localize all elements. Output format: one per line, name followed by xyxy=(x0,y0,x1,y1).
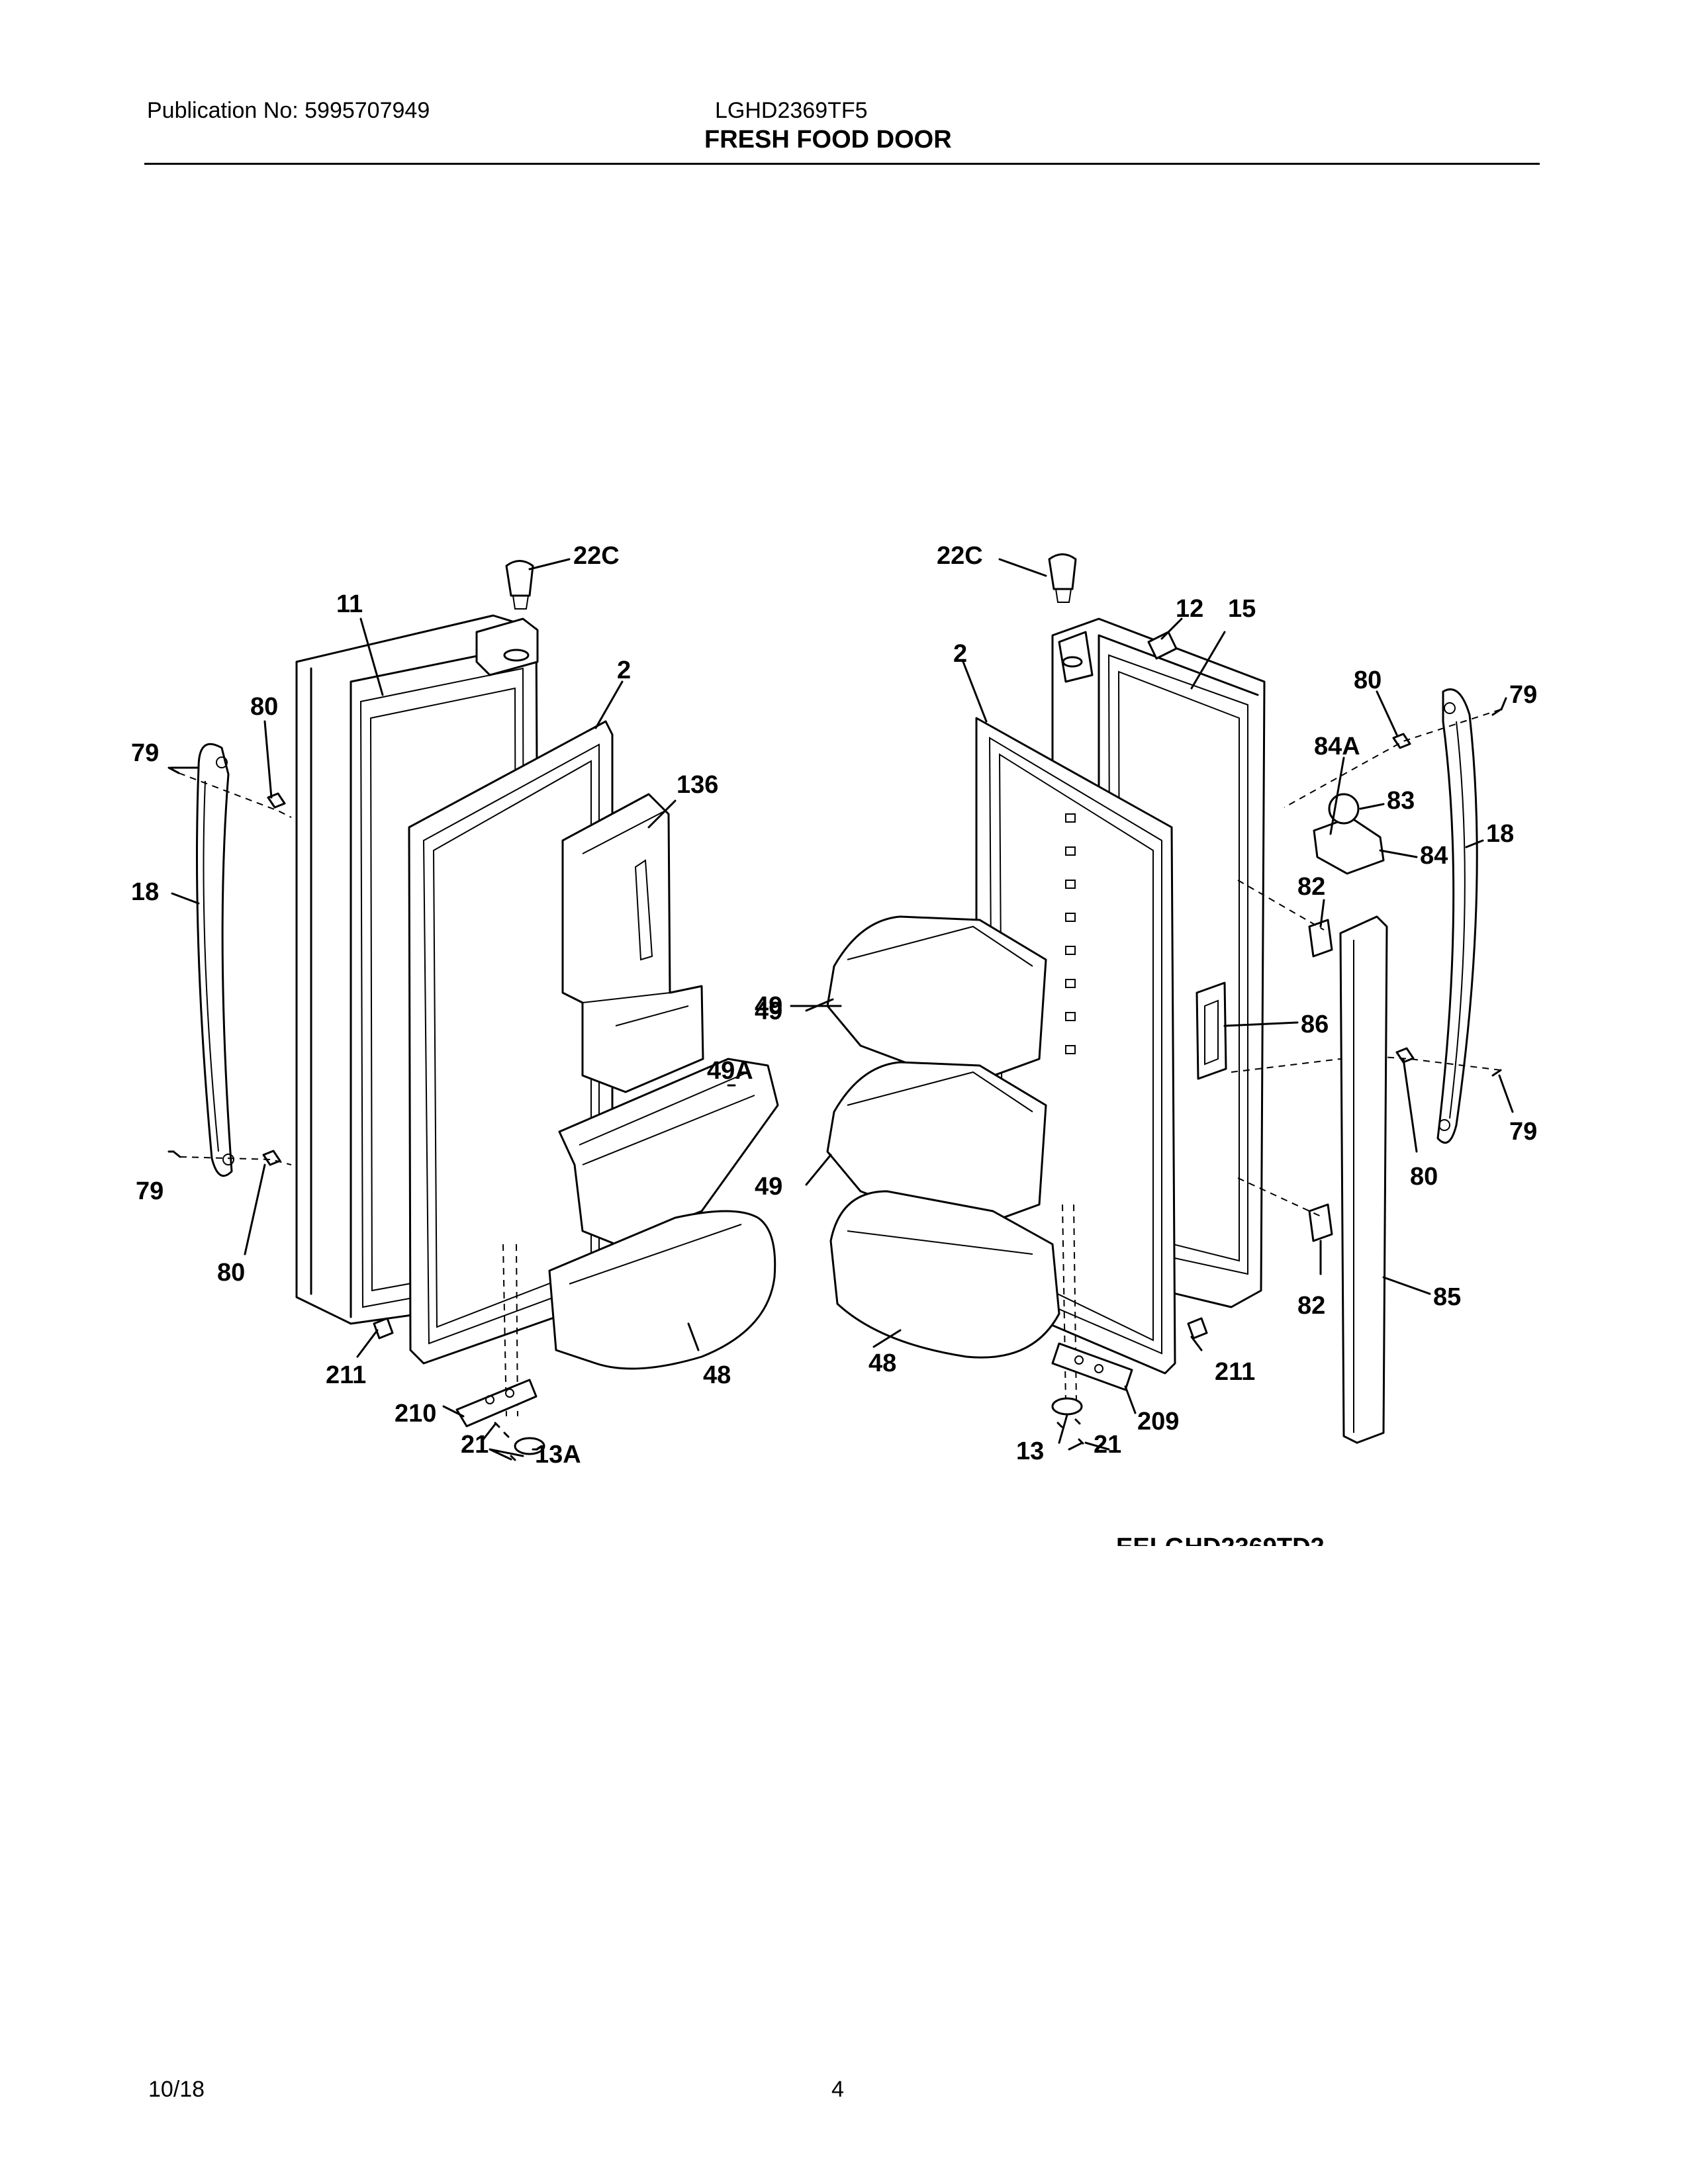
page-number: 4 xyxy=(831,2077,844,2102)
callout-211-right: 211 xyxy=(1215,1358,1255,1386)
callout-86: 86 xyxy=(1301,1011,1329,1038)
callout-85: 85 xyxy=(1433,1283,1461,1311)
right-door-assembly xyxy=(826,553,1502,1445)
callout-49-right-bottom: 49 xyxy=(755,1173,782,1201)
diagram-code: EELGHD2369TD2 xyxy=(1116,1533,1325,1561)
publication-number: Publication No: 5995707949 xyxy=(147,98,430,123)
callout-15: 15 xyxy=(1228,595,1256,623)
left-door-assembly xyxy=(167,560,779,1461)
callout-80-left-top: 80 xyxy=(250,693,278,721)
callout-83: 83 xyxy=(1387,787,1415,815)
callout-79-left-bottom: 79 xyxy=(136,1177,164,1205)
diagram-code-clip: EELGHD2369TD2 xyxy=(1116,1533,1325,1561)
callout-80-right-top: 80 xyxy=(1354,666,1382,694)
callout-80-left-bottom: 80 xyxy=(217,1259,245,1287)
callout-labels: 22C 11 2 80 79 136 18 49 49A 79 80 48 21… xyxy=(131,542,1537,1469)
callout-2-right: 2 xyxy=(953,640,967,668)
callout-82-top: 82 xyxy=(1297,873,1325,901)
callout-18-left: 18 xyxy=(131,878,159,906)
callout-79-right-top: 79 xyxy=(1509,681,1537,709)
callout-82-bottom: 82 xyxy=(1297,1292,1325,1320)
callout-84: 84 xyxy=(1420,842,1448,870)
callout-22c-left: 22C xyxy=(573,542,620,570)
callout-80-right-bottom: 80 xyxy=(1410,1163,1438,1191)
callout-136: 136 xyxy=(677,771,718,799)
callout-11: 11 xyxy=(336,590,363,618)
callout-49-left: 49 xyxy=(755,992,782,1020)
callout-12: 12 xyxy=(1176,595,1203,623)
callout-210: 210 xyxy=(395,1400,436,1428)
page-title: FRESH FOOD DOOR xyxy=(704,126,952,154)
callout-2-left: 2 xyxy=(617,657,631,684)
callout-79-right-bottom: 79 xyxy=(1509,1118,1537,1146)
callout-21-left: 21 xyxy=(461,1431,489,1459)
callout-48-left: 48 xyxy=(703,1361,731,1389)
callout-21-right: 21 xyxy=(1094,1431,1121,1459)
callout-48-right: 48 xyxy=(868,1349,896,1377)
callout-22c-right: 22C xyxy=(937,542,983,570)
callout-84a: 84A xyxy=(1314,733,1360,760)
header-rule xyxy=(144,163,1540,165)
callout-79-left-top: 79 xyxy=(131,739,159,767)
callout-13: 13 xyxy=(1016,1437,1044,1465)
revision-date: 10/18 xyxy=(148,2077,205,2102)
model-number: LGHD2369TF5 xyxy=(715,98,868,123)
leader-lines xyxy=(167,558,1514,1461)
callout-49a: 49A xyxy=(707,1057,753,1085)
callout-209: 209 xyxy=(1137,1408,1179,1435)
callout-13a: 13A xyxy=(535,1441,581,1469)
callout-18-right: 18 xyxy=(1486,820,1514,848)
callout-211-left: 211 xyxy=(326,1361,366,1389)
callout-49-right-top: 49 xyxy=(755,997,782,1025)
